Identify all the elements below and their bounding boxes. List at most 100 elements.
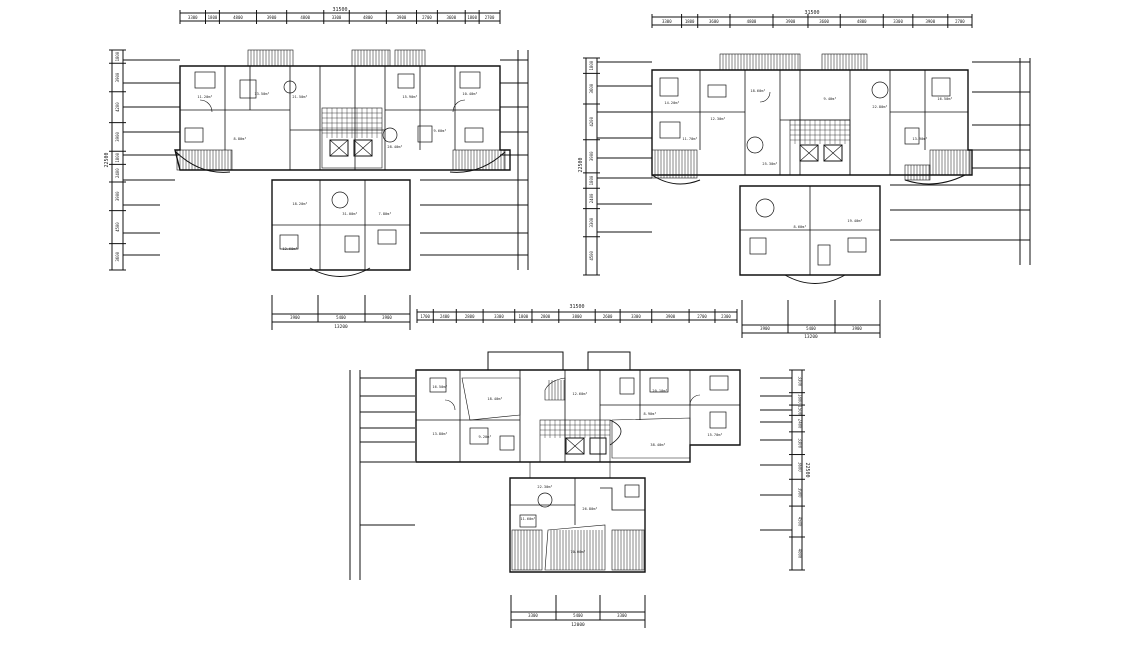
dimension-label: 3900 <box>798 488 803 498</box>
dimension-label: 1800 <box>115 51 120 61</box>
dimension-label: 1800 <box>589 175 594 185</box>
plan-c-interior-walls <box>416 370 740 525</box>
plan-a-lower-wing <box>271 179 411 277</box>
dimension-label: 4800 <box>363 15 373 20</box>
plan-c-left-dimension <box>349 370 415 580</box>
plan-a-room-labels: 11.20m² 13.50m² 8.80m² 21.50m² 15.90m² 10.40m… <box>197 92 477 251</box>
room-area-label: 38.40m² <box>650 443 665 447</box>
room-area-label: 16.50m² <box>432 385 447 389</box>
dimension-label: 3900 <box>925 19 935 24</box>
dimension-label: 3900 <box>115 191 120 201</box>
dimension-label: 4500 <box>115 222 120 232</box>
room-area-label: 12.30m² <box>710 117 725 121</box>
room-area-label: 19.40m² <box>847 219 862 223</box>
dimension-label: 4800 <box>747 19 757 24</box>
plan-b-right-dimension <box>890 58 1031 265</box>
plan-c-room-labels: 16.50m²13.80m²9.20m²18.40m²12.60m²20.10m… <box>432 385 722 554</box>
dimension-label: 1800 <box>798 394 803 404</box>
dimension-label: 3900 <box>267 15 277 20</box>
room-area-label: 8.80m² <box>234 137 247 141</box>
plan-b-room-labels: 14.20m²12.30m²18.60m²9.40m²22.80m²16.50m… <box>664 89 952 229</box>
room-area-label: 21.50m² <box>292 95 307 99</box>
plan-a-balconies <box>176 49 506 171</box>
room-area-label: 9.20m² <box>479 435 492 439</box>
room-area-label: 8.60m² <box>794 225 807 229</box>
room-area-label: 22.80m² <box>872 105 887 109</box>
dimension-label: 2400 <box>440 314 450 319</box>
room-area-label: 12.60m² <box>282 247 297 251</box>
dimension-label: 2400 <box>115 168 120 178</box>
dimension-label: 3900 <box>290 315 300 320</box>
room-area-label: 12.60m² <box>572 392 587 396</box>
dimension-label: 2400 <box>589 193 594 203</box>
dimension-label: 1700 <box>420 314 430 319</box>
dimension-label: 4800 <box>857 19 867 24</box>
plan-c-core <box>529 419 622 479</box>
dimension-label: 2600 <box>603 314 613 319</box>
dimension-label: 3800 <box>572 314 582 319</box>
dimension-label: 4800 <box>798 549 803 559</box>
dimension-label: 3300 <box>798 377 803 387</box>
dimension-label: 4800 <box>233 15 243 20</box>
dimension-label: 3300 <box>662 19 672 24</box>
room-area-label: 7.80m² <box>379 212 392 216</box>
plan-c-bottom-total: 12000 <box>571 622 585 628</box>
room-area-label: 13.50m² <box>254 92 269 96</box>
plan-c-right-dimension: 22500 3300180015002400330036003900450048… <box>760 369 810 571</box>
dimension-label: 4200 <box>115 102 120 112</box>
room-area-label: 8.90m² <box>644 412 657 416</box>
dimension-label: 1800 <box>208 15 218 20</box>
plan-b-lower-wing <box>739 185 881 284</box>
dimension-label: 2700 <box>485 15 495 20</box>
dimension-label: 5400 <box>806 326 816 331</box>
room-area-label: 18.20m² <box>292 202 307 206</box>
dimension-label: 3900 <box>589 151 594 161</box>
dimension-label: 5400 <box>336 315 346 320</box>
room-area-label: 11.20m² <box>197 95 212 99</box>
room-area-label: 15.70m² <box>707 433 722 437</box>
dimension-label: 3600 <box>819 19 829 24</box>
dimension-label: 3900 <box>786 19 796 24</box>
dimension-label: 4500 <box>589 250 594 260</box>
dimension-label: 3600 <box>115 251 120 261</box>
plan-a-right-dimension <box>420 50 529 270</box>
plan-a-core <box>321 107 383 169</box>
dimension-label: 2700 <box>955 19 965 24</box>
dimension-label: 2800 <box>541 314 551 319</box>
room-area-label: 9.40m² <box>824 97 837 101</box>
room-area-label: 15.90m² <box>402 95 417 99</box>
dimension-label: 2800 <box>465 314 475 319</box>
dimension-label: 3900 <box>115 131 120 141</box>
dimension-label: 3300 <box>631 314 641 319</box>
dimension-label: 2400 <box>798 419 803 429</box>
plan-a-furniture <box>184 71 484 253</box>
room-area-label: 10.40m² <box>462 92 477 96</box>
room-area-label: 18.40m² <box>487 397 502 401</box>
plan-a-top-total: 31500 <box>332 7 347 13</box>
dimension-label: 1500 <box>798 405 803 415</box>
room-area-label: 9.60m² <box>434 129 447 133</box>
room-area-label: 31.00m² <box>342 212 357 216</box>
dimension-label: 3900 <box>397 15 407 20</box>
dimension-label: 3900 <box>666 314 676 319</box>
room-area-label: 11.70m² <box>682 137 697 141</box>
dimension-label: 2700 <box>697 314 707 319</box>
room-area-label: 70.00m² <box>570 550 585 554</box>
room-area-label: 14.20m² <box>664 101 679 105</box>
dimension-label: 3900 <box>852 326 862 331</box>
